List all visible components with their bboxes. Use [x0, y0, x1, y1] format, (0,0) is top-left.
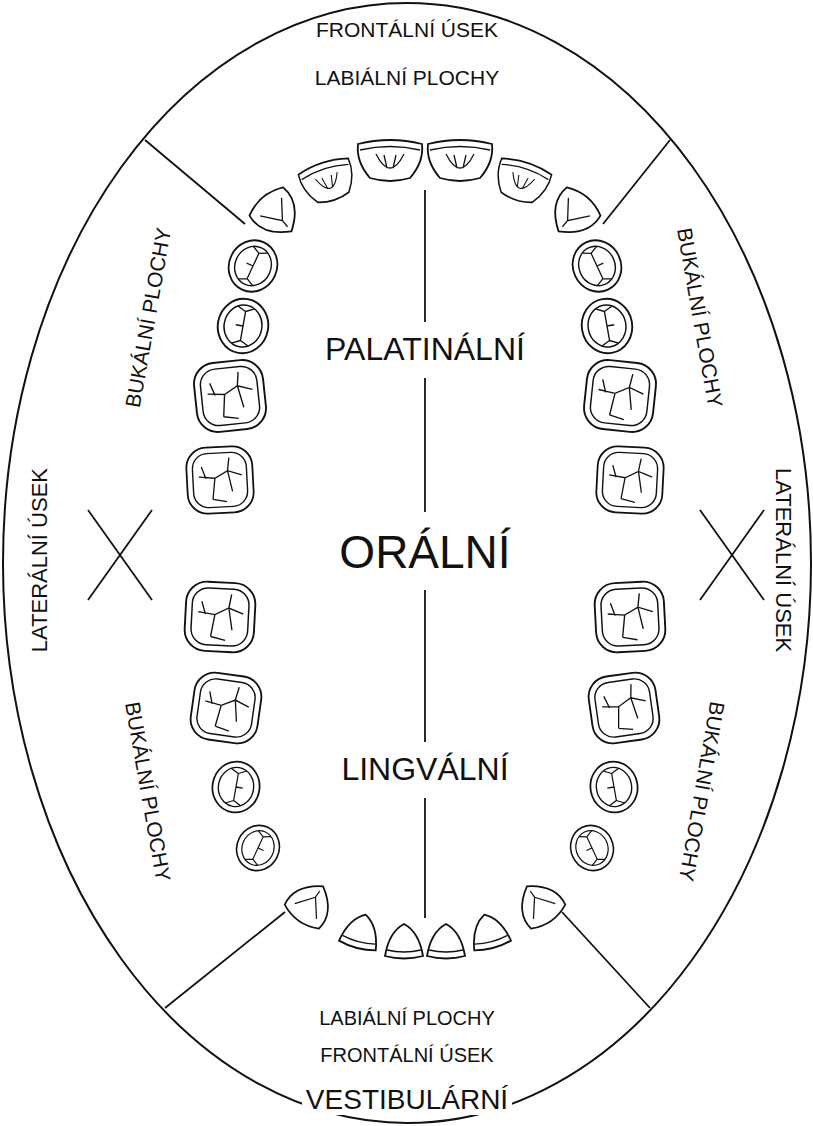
- divider-line: [165, 912, 285, 1008]
- region-label: FRONTÁLNÍ ÚSEK: [312, 18, 502, 41]
- tooth: [192, 358, 268, 434]
- region-label: BUKÁLNÍ PLOCHY: [672, 222, 728, 413]
- tooth: [586, 670, 662, 746]
- region-label: LABIÁLNÍ PLOCHY: [315, 1007, 499, 1029]
- tooth: [229, 818, 287, 877]
- tooth: [594, 581, 667, 654]
- region-label: VESTIBULÁRNÍ: [302, 1085, 512, 1116]
- outer-ellipse: [3, 3, 811, 1123]
- tooth: [208, 758, 263, 816]
- tooth: [595, 445, 664, 514]
- tooth: [297, 155, 359, 208]
- tooth: [582, 358, 658, 434]
- tooth: [577, 295, 636, 358]
- region-label: LATERÁLNÍ ÚSEK: [28, 464, 52, 656]
- divider-cross: [88, 510, 152, 600]
- tooth: [246, 183, 309, 246]
- divider-line: [145, 140, 245, 224]
- region-label: LABIÁLNÍ PLOCHY: [311, 66, 503, 89]
- region-label: LINGVÁLNÍ: [337, 752, 512, 787]
- region-label: PALATINÁLNÍ: [321, 332, 529, 367]
- divider-line: [562, 912, 650, 1008]
- divider-cross: [700, 510, 764, 600]
- tooth: [428, 140, 493, 181]
- divider-line: [603, 140, 670, 224]
- tooth: [184, 581, 257, 654]
- midline: [424, 590, 426, 742]
- midline: [424, 190, 426, 322]
- tooth: [586, 758, 641, 816]
- midline: [424, 378, 426, 512]
- tooth: [564, 232, 629, 299]
- tooth: [281, 874, 340, 933]
- tooth: [220, 232, 285, 299]
- tooth: [338, 910, 384, 953]
- tooth: [385, 924, 423, 959]
- tooth: [427, 924, 465, 959]
- region-label: LATERÁLNÍ ÚSEK: [771, 464, 795, 656]
- region-label: BUKÁLNÍ PLOCHY: [674, 696, 730, 887]
- divider-cross: [88, 510, 152, 600]
- tooth: [509, 874, 568, 933]
- tooth: [563, 818, 621, 877]
- tooth: [358, 140, 423, 181]
- tooth: [491, 155, 553, 208]
- tooth: [541, 183, 604, 246]
- region-label: BUKÁLNÍ PLOCHY: [120, 696, 176, 887]
- tooth: [188, 670, 264, 746]
- tooth: [185, 445, 254, 514]
- region-label: FRONTÁLNÍ ÚSEK: [316, 1044, 497, 1066]
- region-label: ORÁLNÍ: [335, 527, 514, 578]
- tooth: [213, 295, 272, 358]
- midline: [424, 798, 426, 918]
- tooth: [466, 910, 512, 953]
- region-label: BUKÁLNÍ PLOCHY: [120, 222, 176, 413]
- divider-cross: [700, 510, 764, 600]
